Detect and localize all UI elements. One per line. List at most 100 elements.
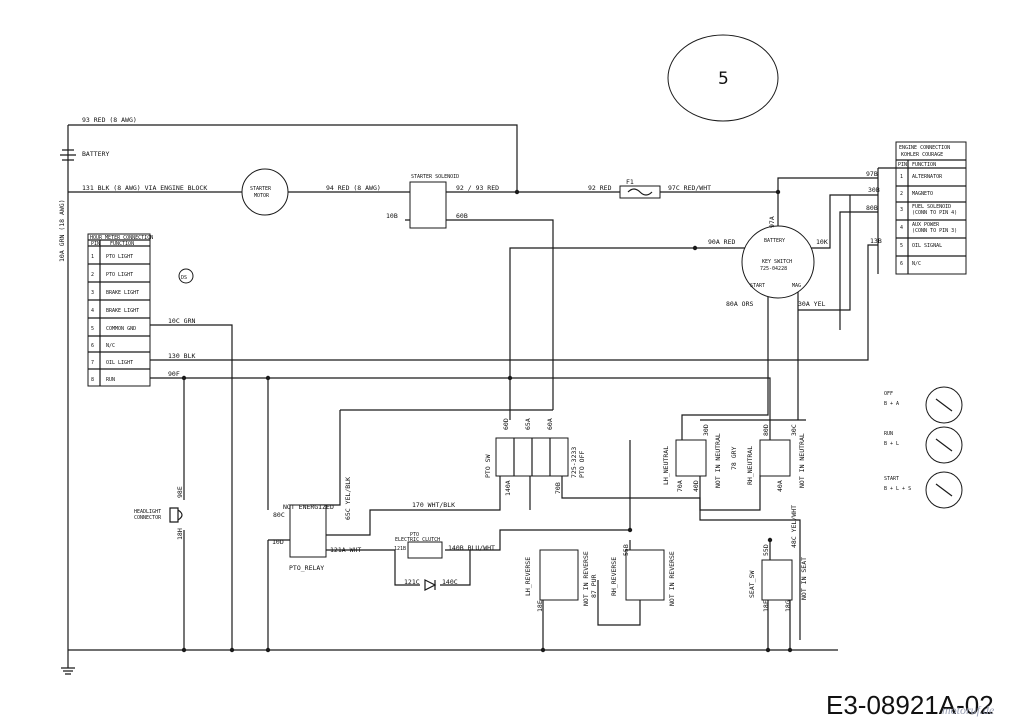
- lh-neutral-label: LH_NEUTRAL: [662, 446, 670, 485]
- wire-label: 70A: [676, 480, 684, 492]
- wire-140b: [445, 440, 631, 551]
- key-switch-title: KEY SWITCH: [762, 259, 792, 265]
- engine-fn: MAGNETO: [912, 191, 933, 197]
- hour-meter-pin: 2: [91, 272, 94, 278]
- engine-fn: N/C: [912, 261, 921, 267]
- wire-label: 121C: [404, 578, 420, 586]
- wire-label: 10C GRN: [168, 317, 195, 325]
- junction: [229, 647, 235, 653]
- seat-switch-label: SEAT_SW: [748, 571, 756, 598]
- wire-label: 97A: [768, 216, 776, 228]
- wire-65c: [325, 475, 501, 536]
- hour-meter-fn: OIL LIGHT: [106, 360, 133, 366]
- hour-meter-fn: N/C: [106, 343, 115, 349]
- wire-label: 92 RED: [588, 184, 612, 192]
- pto-off-label: PTO OFF: [578, 451, 586, 478]
- key-battery-label: BATTERY: [764, 238, 785, 244]
- wire-label: 93 RED (8 AWG): [82, 116, 137, 124]
- junction: [514, 189, 520, 195]
- key-position-contact: [935, 398, 953, 412]
- hour-meter-pin: 5: [91, 326, 94, 332]
- pto-relay: [289, 504, 327, 558]
- wire-87: [597, 580, 641, 626]
- hour-meter-col-pin: PIN: [91, 241, 100, 247]
- key-switch: [741, 225, 815, 299]
- engine-connection-title: ENGINE CONNECTION: [899, 145, 950, 151]
- pto-switch-part: 725-3233: [570, 447, 578, 478]
- wire-80a: [681, 290, 769, 445]
- engine-fn: (CONN TO PIN 3): [912, 228, 957, 234]
- rh-neutral-label: RH_NEUTRAL: [746, 446, 754, 485]
- wire-label: 10A GRN (18 AWG): [58, 199, 66, 262]
- wire-label: 80C: [273, 511, 285, 519]
- wire-label: 70B: [554, 482, 562, 494]
- headlight-label: HEADLIGHT: [134, 509, 161, 515]
- engine-col-pin: PIN: [898, 162, 907, 168]
- engine-fn: OIL SIGNAL: [912, 243, 942, 249]
- starter-motor-label: STARTER: [250, 186, 272, 192]
- wire-label: 78 GRY: [730, 446, 738, 470]
- battery-symbol: [60, 149, 76, 161]
- ds-marker: [178, 268, 194, 284]
- page-number: 5: [718, 69, 729, 89]
- engine-fn: FUEL SOLENOID: [912, 204, 951, 210]
- key-position-label: RUN: [884, 431, 893, 437]
- wire-label: 48C YEL/WHT: [790, 505, 798, 548]
- lh-reverse-label: LH_REVERSE: [524, 557, 532, 596]
- junction: [692, 245, 698, 251]
- wire-label: 97B: [866, 170, 878, 178]
- wire-30b: [798, 195, 851, 311]
- junction: [181, 375, 187, 381]
- engine-pin: 1: [900, 174, 903, 180]
- engine-pin: 4: [900, 225, 903, 231]
- wire-label: 87 PUR: [590, 574, 598, 598]
- wire-label: 30B: [868, 186, 880, 194]
- wire-label: 131 BLK (8 AWG) VIA ENGINE BLOCK: [82, 184, 207, 192]
- lh-neutral-switch: [675, 439, 707, 477]
- hour-meter-title: HOUR METER CONNECTION: [90, 235, 153, 241]
- battery-label: BATTERY: [82, 150, 109, 158]
- seat-switch: [761, 559, 793, 601]
- wire-label: 18E: [536, 600, 544, 612]
- hour-meter-pin: 6: [91, 343, 94, 349]
- wire-label: 140A: [504, 480, 512, 496]
- wire-10c: [150, 324, 233, 650]
- wire-label: 170 WHT/BLK: [412, 501, 455, 509]
- pto-switch-label: PTO SW: [484, 454, 492, 478]
- wire-seat: [767, 540, 791, 650]
- wire-label: 30D: [702, 424, 710, 436]
- key-start-label: START: [750, 283, 765, 289]
- wire-label: 30C: [790, 424, 798, 436]
- engine-fn: (CONN TO PIN 4): [912, 210, 957, 216]
- wire-label: 80B: [866, 204, 878, 212]
- wire-label: 10K: [816, 238, 828, 246]
- pto-clutch: [407, 541, 443, 559]
- wire-97c: [660, 177, 878, 193]
- junction: [265, 375, 271, 381]
- svg-text:CONNECTOR: CONNECTOR: [134, 515, 162, 521]
- not-in-seat-label: NOT IN SEAT: [800, 557, 808, 600]
- rh-not-in-reverse: NOT IN REVERSE: [668, 551, 676, 606]
- rh-not-in-neutral: NOT IN NEUTRAL: [798, 433, 806, 488]
- hour-meter-pin: 8: [91, 377, 94, 383]
- wire-label: 10D: [272, 538, 284, 546]
- hour-meter-fn: PTO LIGHT: [106, 254, 133, 260]
- hour-meter-fn: COMMON GND: [106, 326, 136, 332]
- wire-label: 90A RED: [708, 238, 735, 246]
- junction: [265, 647, 271, 653]
- hour-meter-fn: BRAKE LIGHT: [106, 308, 139, 314]
- wire-93: [68, 124, 518, 192]
- rh-reverse-switch: [625, 549, 665, 601]
- wire-label: 140B BLU/WHT: [448, 544, 495, 552]
- wire-label: 18G: [784, 600, 792, 612]
- hour-meter-col-fn: FUNCTION: [110, 241, 134, 247]
- drawing-number: E3-08921A-02: [826, 690, 994, 720]
- lh-not-in-reverse: NOT IN REVERSE: [582, 551, 590, 606]
- wire-label: 65C YEL/BLK: [344, 477, 352, 520]
- headlight-connector: [169, 507, 183, 523]
- wire-label: 65A: [524, 418, 532, 430]
- key-position-label: START: [884, 476, 899, 482]
- wire-90f: [150, 377, 771, 440]
